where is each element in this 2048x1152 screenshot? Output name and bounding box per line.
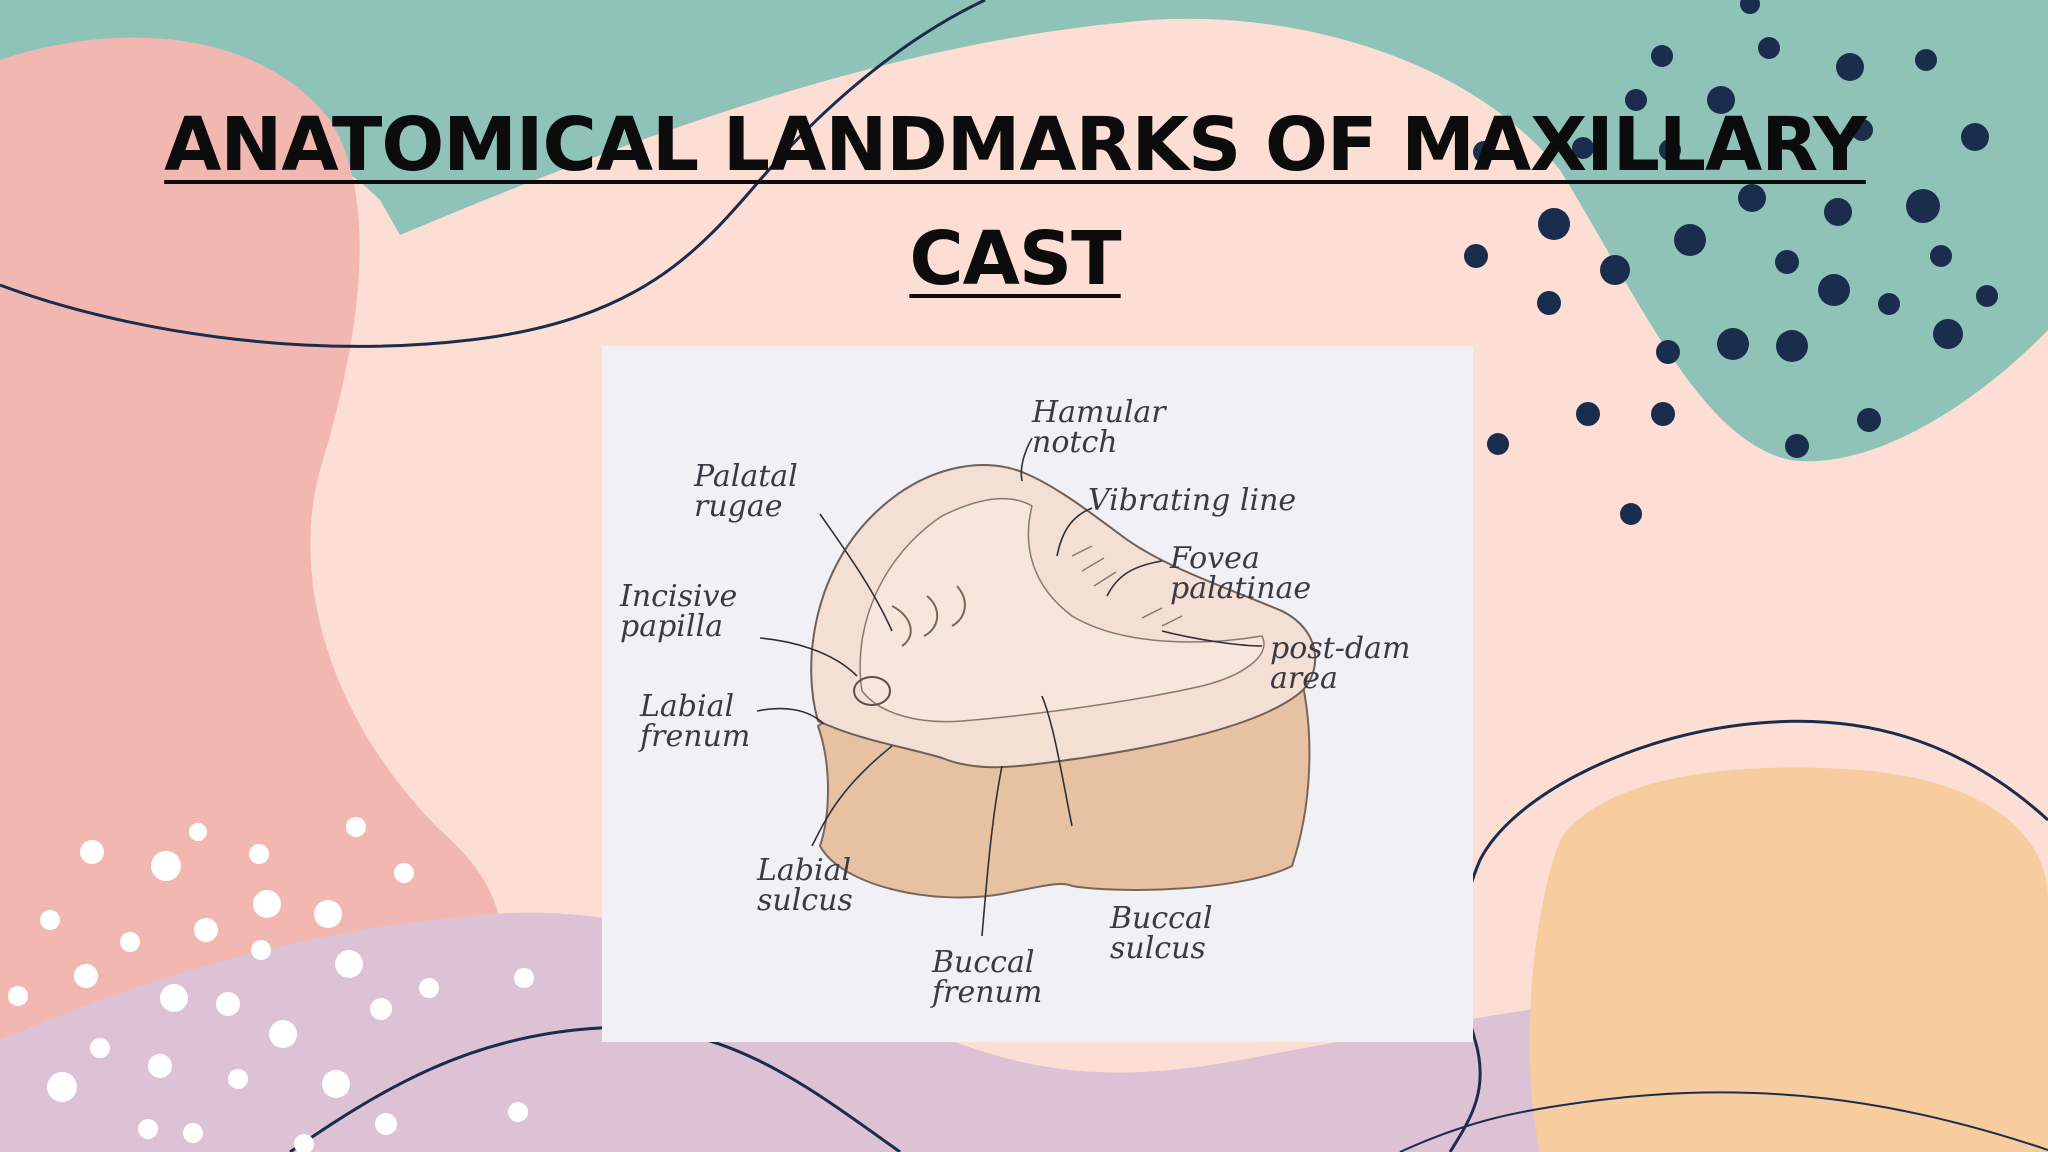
- navy-line-top: [0, 0, 986, 348]
- navy-line-right-2: [1399, 1091, 2048, 1152]
- navy-line-right: [1448, 719, 2048, 1152]
- cast-illustration: [756, 437, 1316, 937]
- coral-shape: [0, 37, 505, 1152]
- teal-shape: [0, 0, 2048, 462]
- label-buccal-frenum: Buccal frenum: [932, 945, 1043, 1010]
- title-line-2: CAST: [909, 216, 1121, 302]
- leader-lines: [756, 437, 1263, 937]
- slide-title: ANATOMICAL LANDMARKS OF MAXILLARY CAST: [0, 88, 2030, 316]
- navy-line-bottom: [289, 1025, 901, 1152]
- label-post-dam-area: post-dam area: [1270, 631, 1411, 696]
- incisive-papilla: [853, 676, 891, 706]
- rugae: [891, 585, 966, 647]
- label-buccal-sulcus: Buccal sulcus: [1110, 901, 1213, 966]
- label-labial-frenum: Labial frenum: [640, 689, 751, 754]
- label-incisive-papilla: Incisive papilla: [620, 579, 738, 644]
- label-fovea-palatinae: Fovea palatinae: [1170, 541, 1312, 606]
- navy-dots: [1464, 0, 1998, 525]
- label-palatal-rugae: Palatal rugae: [694, 459, 798, 524]
- label-vibrating-line: Vibrating line: [1088, 483, 1297, 518]
- title-line-1: ANATOMICAL LANDMARKS OF MAXILLARY: [164, 102, 1867, 188]
- maxillary-cast-drawing: Hamular notch Palatal rugae Vibrating li…: [602, 346, 1473, 1042]
- white-dots: [8, 817, 534, 1152]
- label-hamular-notch: Hamular notch: [1032, 395, 1166, 460]
- post-dam-hatch: [1071, 545, 1183, 627]
- peach-shape: [1529, 767, 2048, 1152]
- ridge-line: [859, 497, 1265, 723]
- label-labial-sulcus: Labial sulcus: [757, 853, 853, 918]
